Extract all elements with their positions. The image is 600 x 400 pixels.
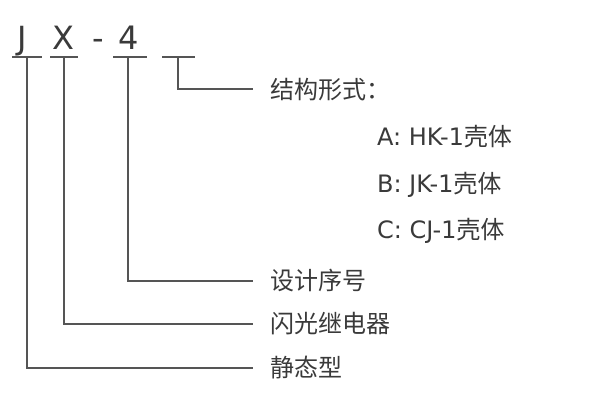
code-char-x: X [52,19,74,57]
code-char-dash: - [92,19,104,57]
code-char-4: 4 [118,19,139,57]
label-option-a: A: HK-1壳体 [377,123,512,151]
label-option-b: B: JK-1壳体 [377,170,502,198]
label-static-type: 静态型 [270,354,342,382]
label-structure-form: 结构形式： [270,76,390,104]
label-flash-relay: 闪光继电器 [270,310,390,338]
code-char-j: J [17,19,27,57]
label-design-no: 设计序号 [270,267,366,295]
label-option-c: C: CJ-1壳体 [377,216,505,244]
